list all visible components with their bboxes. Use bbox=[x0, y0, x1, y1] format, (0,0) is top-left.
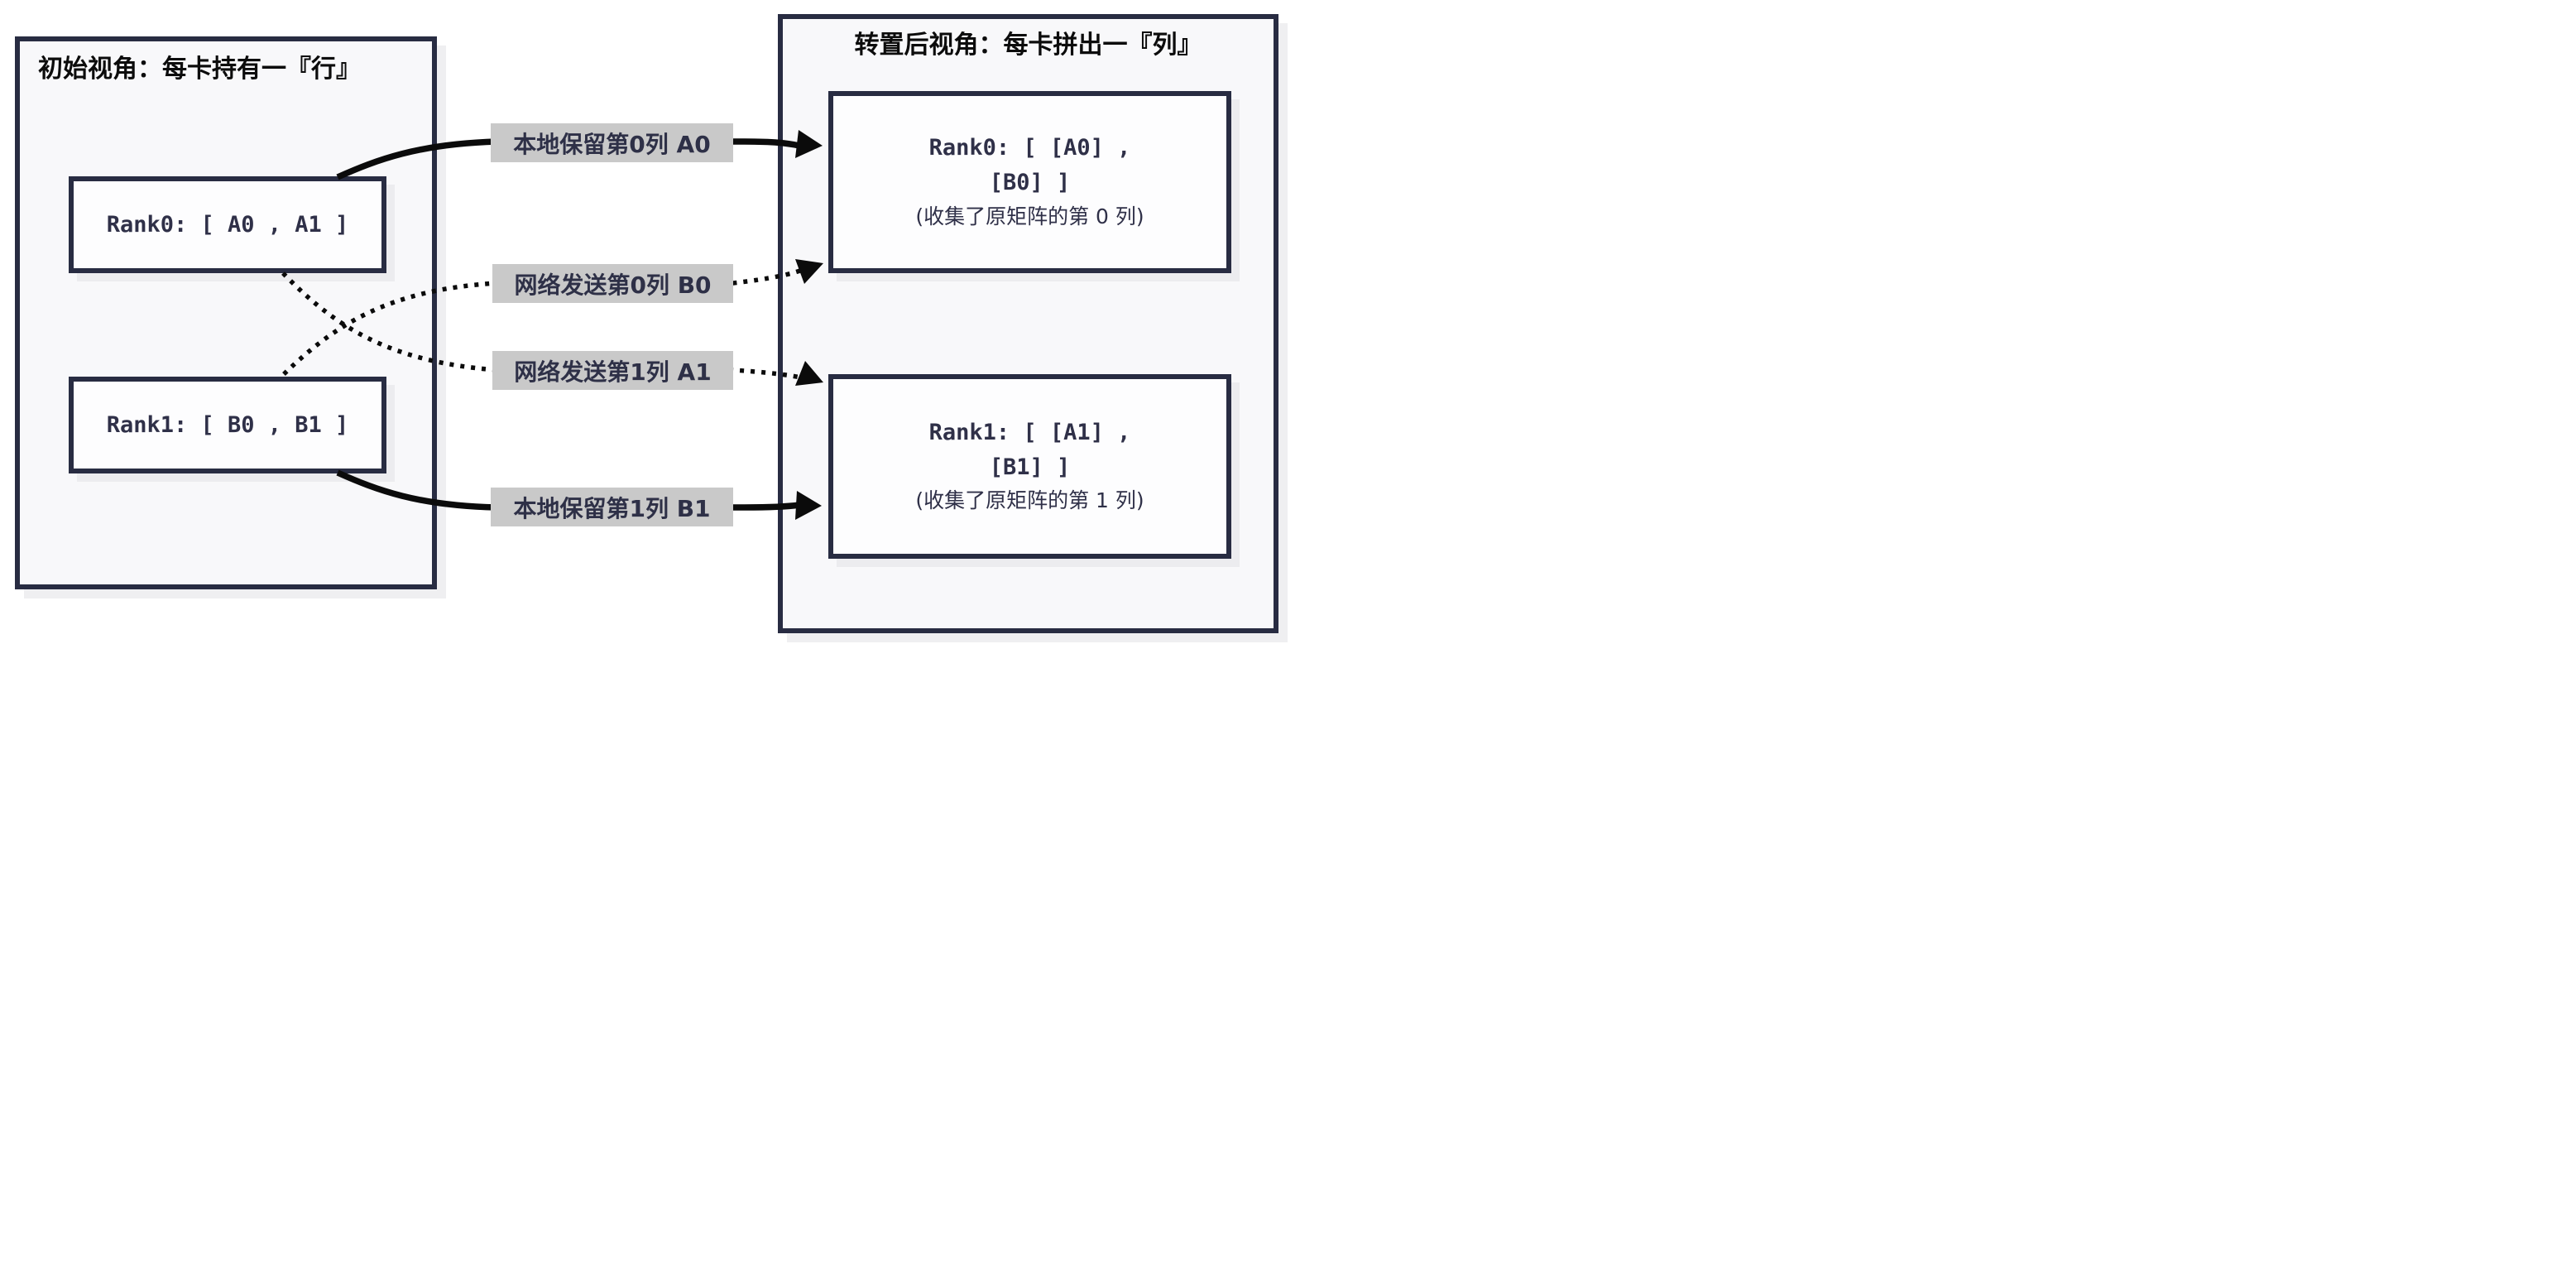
rank1-row-text: Rank1: [ B0 , B1 ] bbox=[106, 411, 349, 438]
keep-a0-label: 本地保留第0列 A0 bbox=[491, 123, 733, 162]
rank0-row-node: Rank0: [ A0 , A1 ] bbox=[69, 176, 386, 273]
rank0-column-note: (收集了原矩阵的第 0 列) bbox=[915, 204, 1144, 228]
rank1-column-note: (收集了原矩阵的第 1 列) bbox=[915, 488, 1144, 513]
rank0-column-node: Rank0: [ [A0] , [B0] ] (收集了原矩阵的第 0 列) bbox=[828, 91, 1231, 273]
rank0-column-line1: Rank0: [ [A0] , bbox=[928, 135, 1131, 161]
rank1-column-line1: Rank1: [ [A1] , bbox=[928, 419, 1131, 445]
keep-b1-label: 本地保留第1列 B1 bbox=[491, 488, 733, 526]
send-b0-label: 网络发送第0列 B0 bbox=[492, 264, 733, 303]
transposed-view-title: 转置后视角：每卡拼出一『列』 bbox=[854, 31, 1202, 60]
send-a1-label: 网络发送第1列 A1 bbox=[492, 351, 733, 390]
initial-view-panel: 初始视角：每卡持有一『行』 bbox=[15, 36, 437, 589]
diagram-canvas: 初始视角：每卡持有一『行』 转置后视角：每卡拼出一『列』 Rank0: [ A0… bbox=[0, 0, 1288, 644]
initial-view-title: 初始视角：每卡持有一『行』 bbox=[38, 55, 361, 84]
rank1-column-node: Rank1: [ [A1] , [B1] ] (收集了原矩阵的第 1 列) bbox=[828, 374, 1231, 559]
rank1-column-line2: [B1] ] bbox=[989, 454, 1071, 480]
rank0-row-text: Rank0: [ A0 , A1 ] bbox=[106, 211, 349, 238]
rank1-row-node: Rank1: [ B0 , B1 ] bbox=[69, 377, 386, 473]
rank0-column-line2: [B0] ] bbox=[989, 170, 1071, 195]
